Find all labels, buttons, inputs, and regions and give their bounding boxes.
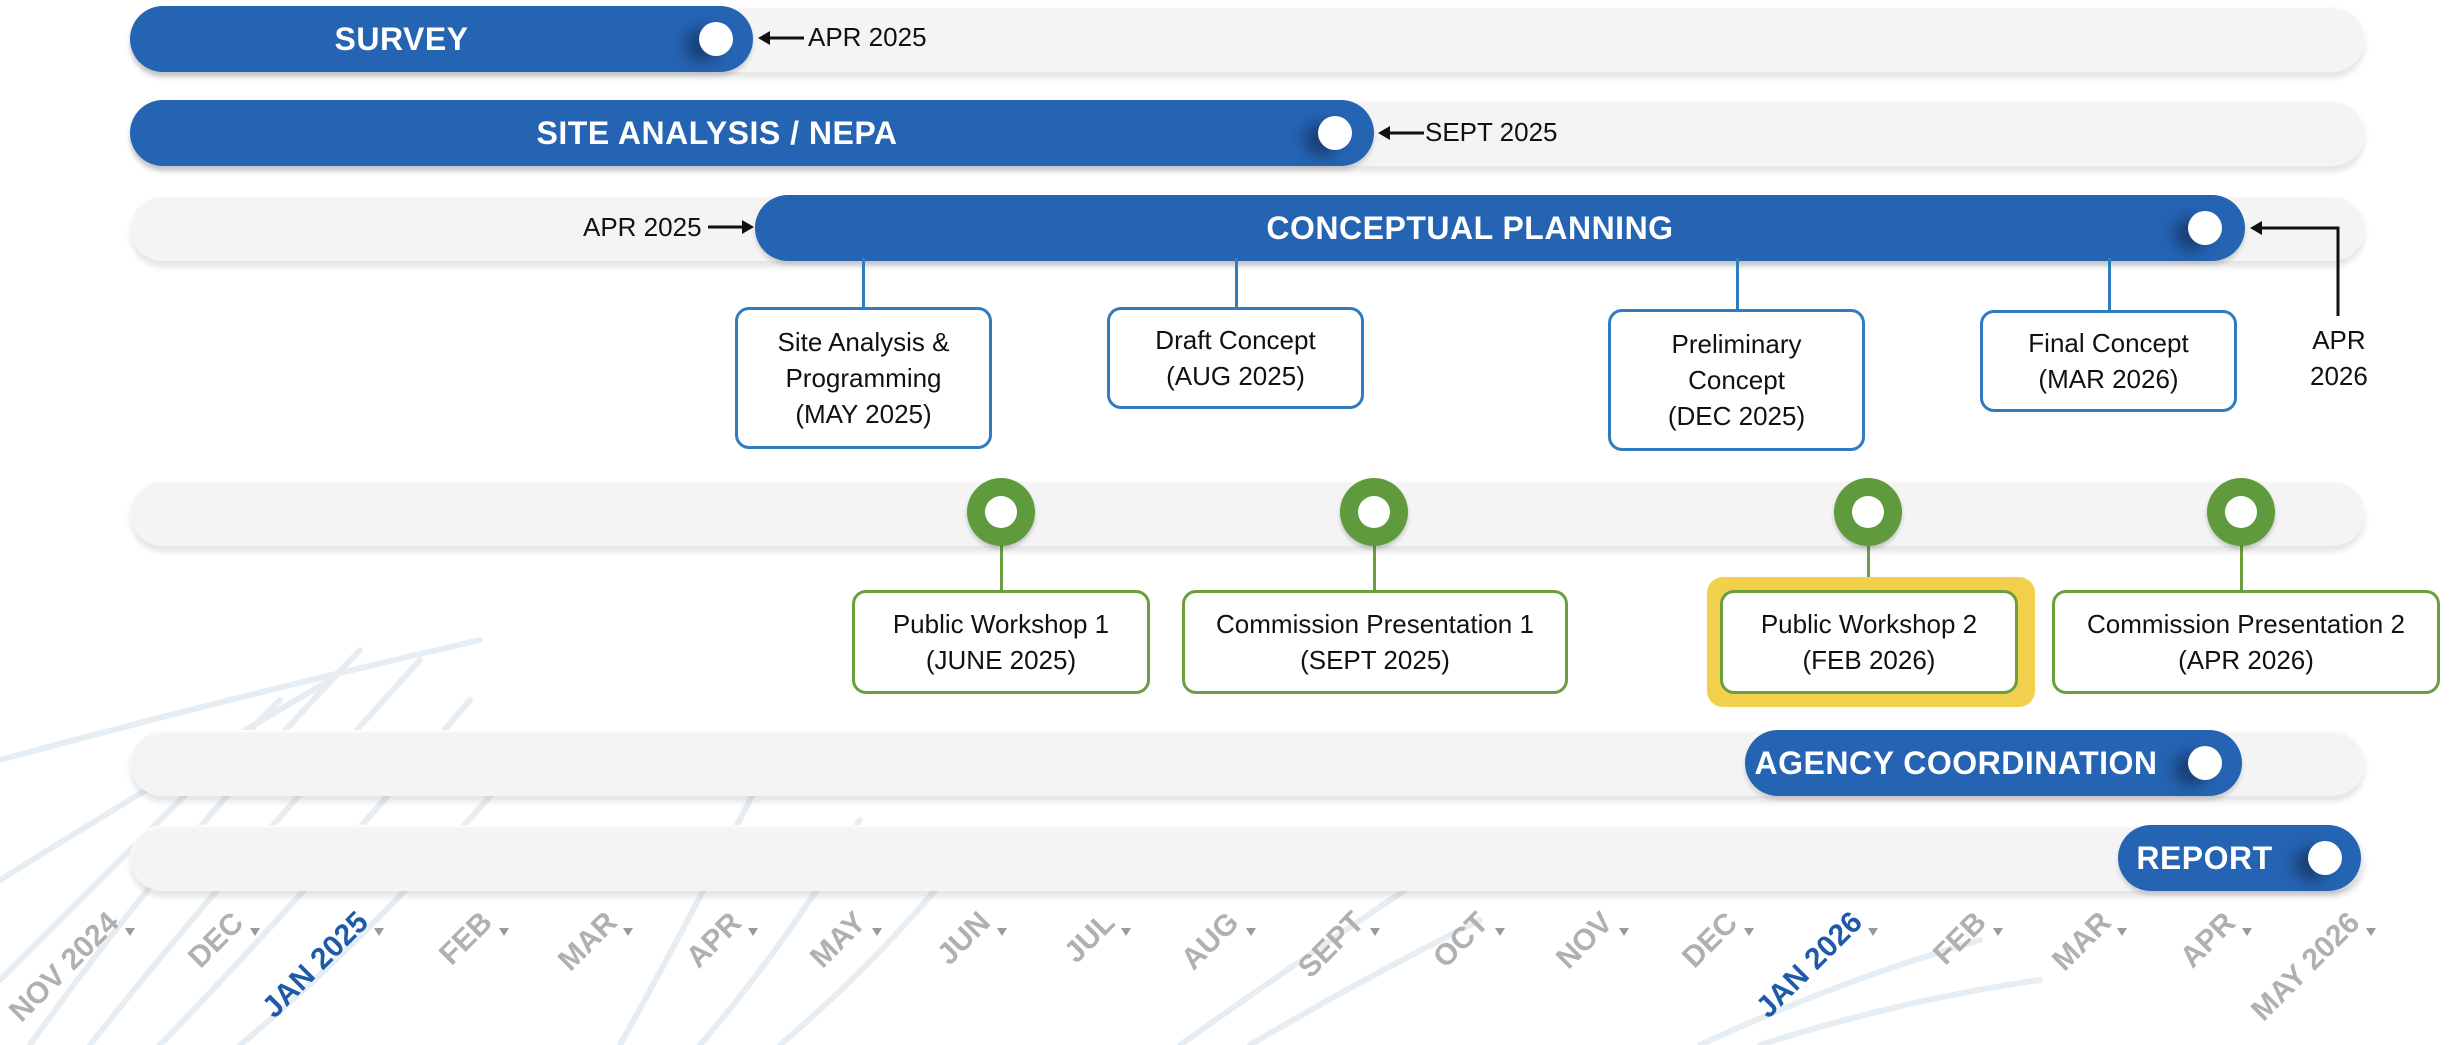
- month-tick-icon: [374, 928, 384, 936]
- deliverable-preliminary-concept: Preliminary Concept (DEC 2025): [1608, 309, 1865, 451]
- month-tick-icon: [1370, 928, 1380, 936]
- deliverable-site-analysis-programming: Site Analysis & Programming (MAY 2025): [735, 307, 992, 449]
- month-tick-icon: [1992, 928, 2003, 936]
- deliverable-date: (AUG 2025): [1166, 361, 1305, 391]
- milestone-commission-presentation-2: Commission Presentation 2 (APR 2026): [2052, 590, 2440, 694]
- deliverable-final-concept: Final Concept (MAR 2026): [1980, 310, 2237, 412]
- deliverable-line: Site Analysis &: [777, 327, 950, 357]
- deliverable-date: (MAY 2025): [795, 399, 932, 429]
- conceptual-start-arrow-icon: [708, 220, 754, 234]
- agency-bar: AGENCY COORDINATION: [1745, 730, 2242, 796]
- month-tick-icon: [623, 928, 633, 936]
- conceptual-end-date: APR 2026: [2310, 322, 2368, 394]
- month-tick-icon: [1619, 928, 1629, 936]
- month-tick-icon: [125, 928, 135, 936]
- deliverable-line: Final Concept: [2028, 328, 2189, 358]
- report-end-knob: [2308, 841, 2342, 875]
- deliverable-date: (MAR 2026): [2038, 364, 2179, 394]
- milestone-public-workshop-1: Public Workshop 1 (JUNE 2025): [852, 590, 1150, 694]
- milestone-marker-icon: [1340, 478, 1408, 546]
- month-tick-icon: [2241, 928, 2252, 936]
- month-tick-icon: [1245, 928, 1256, 936]
- milestones-track: [130, 480, 2365, 546]
- month-tick-icon: [2117, 928, 2127, 936]
- agency-end-knob: [2188, 746, 2222, 780]
- milestone-marker-icon: [967, 478, 1035, 546]
- deliverable-line: Preliminary: [1671, 329, 1802, 359]
- site-analysis-end-date: SEPT 2025: [1425, 117, 1558, 147]
- deliverable-connector: [2108, 258, 2111, 310]
- milestone-date: (FEB 2026): [1802, 645, 1936, 675]
- month-tick-icon: [1494, 928, 1505, 936]
- survey-end-arrow-icon: [758, 31, 804, 45]
- conceptual-start-date: APR 2025: [583, 212, 702, 242]
- month-tick-icon: [1868, 928, 1878, 936]
- conceptual-end-arrow-icon: [2250, 221, 2340, 316]
- deliverable-connector: [862, 258, 865, 308]
- conceptual-end-date-line1: APR: [2312, 325, 2366, 355]
- milestone-connector: [1867, 540, 1870, 592]
- agency-label: AGENCY COORDINATION: [1754, 744, 2158, 781]
- milestone-commission-presentation-1: Commission Presentation 1 (SEPT 2025): [1182, 590, 1568, 694]
- milestone-title: Public Workshop 1: [892, 609, 1110, 639]
- milestone-connector: [1373, 540, 1376, 592]
- milestone-title: Commission Presentation 1: [1216, 609, 1534, 639]
- month-tick-icon: [872, 928, 882, 936]
- milestone-public-workshop-2: Public Workshop 2 (FEB 2026): [1720, 590, 2018, 694]
- milestone-connector: [1000, 540, 1003, 592]
- deliverable-line: Concept: [1688, 365, 1785, 395]
- month-tick-icon: [747, 928, 758, 936]
- survey-label: SURVEY: [334, 20, 469, 57]
- survey-bar: SURVEY: [130, 6, 753, 72]
- milestone-connector: [2240, 540, 2243, 592]
- site-analysis-end-arrow-icon: [1378, 126, 1424, 140]
- report-track: [130, 825, 2365, 891]
- month-tick-icon: [1743, 928, 1754, 936]
- deliverable-line: Programming: [785, 363, 942, 393]
- milestone-marker-icon: [1834, 478, 1902, 546]
- month-tick-icon: [249, 928, 260, 936]
- month-tick-icon: [2366, 928, 2376, 936]
- milestone-date: (APR 2026): [2178, 645, 2314, 675]
- conceptual-label: CONCEPTUAL PLANNING: [1266, 209, 1674, 246]
- milestone-title: Public Workshop 2: [1760, 609, 1978, 639]
- site-analysis-label: SITE ANALYSIS / NEPA: [536, 114, 898, 151]
- report-bar: REPORT: [2118, 825, 2361, 891]
- deliverable-connector: [1736, 258, 1739, 310]
- deliverable-line: Draft Concept: [1155, 325, 1316, 355]
- milestone-marker-icon: [2207, 478, 2275, 546]
- milestone-date: (SEPT 2025): [1300, 645, 1450, 675]
- site-analysis-end-knob: [1318, 116, 1352, 150]
- deliverable-connector: [1235, 258, 1238, 308]
- month-tick-icon: [498, 928, 509, 936]
- survey-end-date: APR 2025: [808, 22, 927, 52]
- month-tick-icon: [996, 928, 1007, 936]
- milestone-title: Commission Presentation 2: [2087, 609, 2405, 639]
- site-analysis-bar: SITE ANALYSIS / NEPA: [130, 100, 1374, 166]
- conceptual-end-knob: [2188, 211, 2222, 245]
- milestone-date: (JUNE 2025): [925, 645, 1077, 675]
- report-label: REPORT: [2136, 839, 2273, 876]
- conceptual-end-date-line2: 2026: [2310, 361, 2368, 391]
- survey-end-knob: [699, 22, 733, 56]
- month-tick-icon: [1121, 928, 1131, 936]
- deliverable-draft-concept: Draft Concept (AUG 2025): [1107, 307, 1364, 409]
- deliverable-date: (DEC 2025): [1667, 401, 1806, 431]
- conceptual-bar: CONCEPTUAL PLANNING: [755, 195, 2245, 261]
